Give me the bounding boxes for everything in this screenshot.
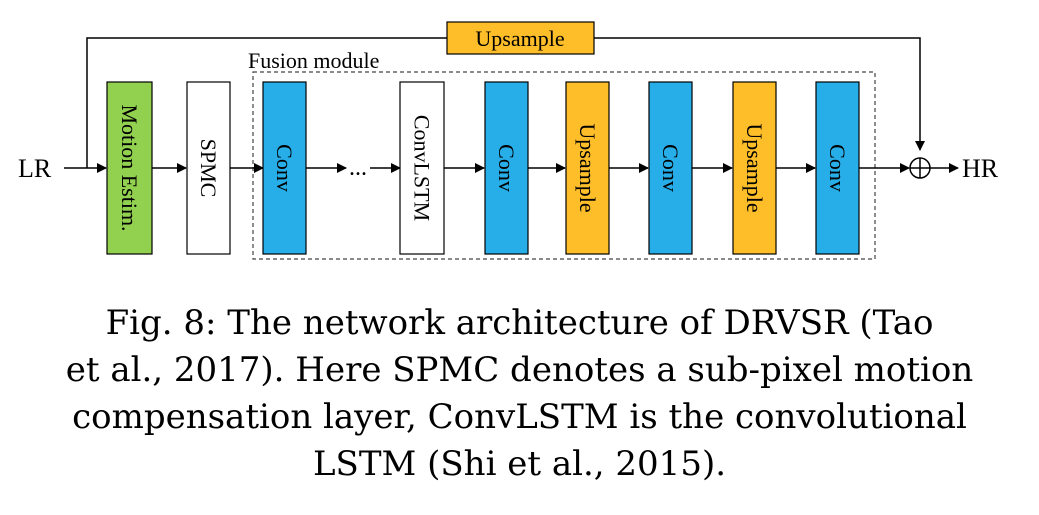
block-upsample-2 bbox=[732, 81, 777, 255]
caption-line-4: LSTM (Shi et al., 2015). bbox=[312, 444, 727, 484]
block-upsample-1 bbox=[565, 81, 610, 255]
fusion-module-label: Fusion module bbox=[248, 48, 379, 73]
architecture-diagram: Upsample Fusion module LR ... Motion Est… bbox=[18, 21, 999, 260]
fusion-module-box bbox=[252, 71, 876, 260]
block-label-conv-4: Conv bbox=[825, 144, 850, 192]
ellipsis: ... bbox=[349, 155, 367, 181]
block-conv-3 bbox=[648, 81, 693, 255]
block-spmc bbox=[186, 81, 231, 255]
block-conv-2 bbox=[484, 81, 529, 255]
block-conv-4 bbox=[815, 81, 860, 255]
caption-line-1: Fig. 8: The network architecture of DRVS… bbox=[105, 303, 934, 343]
skip-connection-line bbox=[86, 37, 447, 168]
caption-line-3: compensation layer, ConvLSTM is the conv… bbox=[72, 397, 967, 437]
figure-caption: Fig. 8: The network architecture of DRVS… bbox=[0, 300, 1039, 488]
skip-upsample-block bbox=[446, 21, 595, 55]
caption-line-2: et al., 2017). Here SPMC denotes a sub-p… bbox=[65, 350, 974, 390]
block-label-conv-1: Conv bbox=[272, 144, 297, 192]
block-motion-estim bbox=[106, 81, 153, 255]
block-label-upsample-1: Upsample bbox=[575, 123, 600, 212]
block-label-spmc: SPMC bbox=[196, 139, 221, 198]
input-label-lr: LR bbox=[18, 154, 52, 183]
skip-connection-line-right bbox=[594, 37, 925, 151]
skip-upsample-label: Upsample bbox=[475, 26, 564, 51]
block-label-conv-2: Conv bbox=[494, 144, 519, 192]
block-label-convlstm: ConvLSTM bbox=[410, 115, 435, 221]
block-conv-1 bbox=[262, 81, 307, 255]
block-convlstm bbox=[399, 81, 445, 255]
block-label-upsample-2: Upsample bbox=[742, 123, 767, 212]
block-label-conv-3: Conv bbox=[658, 144, 683, 192]
output-label-hr: HR bbox=[962, 154, 999, 183]
block-label-motion-estim: Motion Estim. bbox=[117, 104, 142, 231]
block-group: Motion Estim. SPMC Conv ConvLSTM Conv Upsampl… bbox=[106, 81, 860, 255]
